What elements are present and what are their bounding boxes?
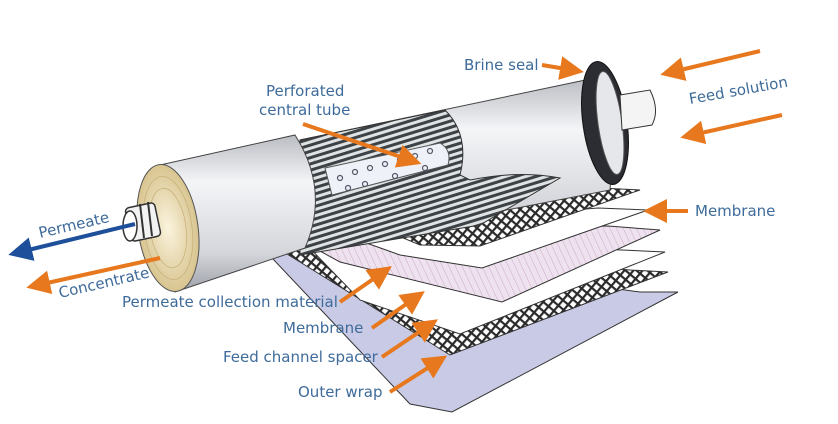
concentrate-arrow [26,256,161,295]
brine-seal-arrow [541,56,584,80]
label-perforated-tube-line2: central tube [259,101,350,119]
permeate-arrow [8,222,136,261]
outer-wrap-arrow [388,355,448,394]
label-outer-wrap: Outer wrap [298,383,383,401]
feed-solution-arrow-top [660,49,761,81]
arrows [8,49,783,394]
label-membrane-right: Membrane [695,202,775,220]
permeate-collection-arrow [338,266,392,304]
perforated-tube-arrow [302,122,422,168]
label-feed-solution: Feed solution [688,73,790,108]
label-feed-channel-spacer: Feed channel spacer [223,348,379,366]
membrane-left-arrow [370,291,425,330]
feed-solution-arrow-bottom [680,113,783,145]
label-brine-seal: Brine seal [464,56,539,74]
feed-spacer-arrow [380,319,438,359]
label-permeate-collection: Permeate collection material [122,293,338,311]
label-perforated-tube-line1: Perforated [266,82,344,100]
feed-inlet-pipe [619,89,656,131]
label-membrane-left: Membrane [283,319,363,337]
permeate-outlet-pipe [122,201,162,242]
